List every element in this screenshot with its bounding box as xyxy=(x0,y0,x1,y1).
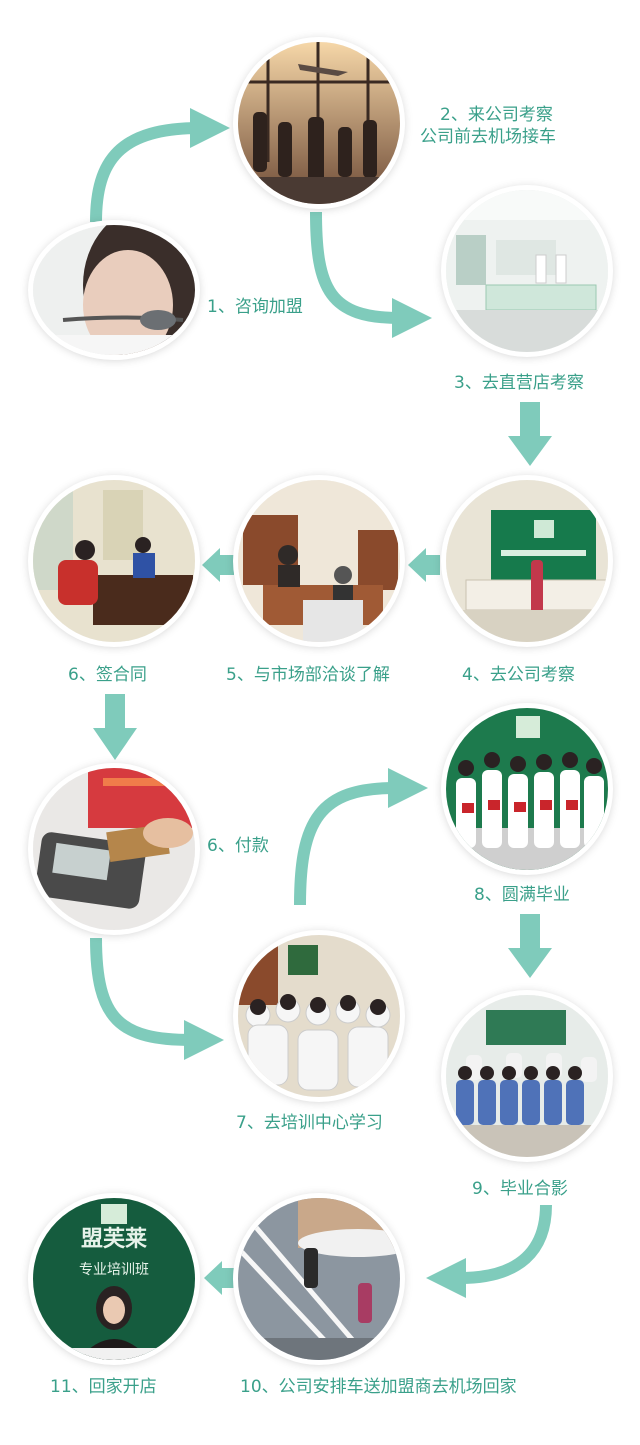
arrow-7-to-8 xyxy=(294,782,396,906)
photo-airstairs xyxy=(238,1198,400,1360)
arrow-5-to-6 xyxy=(202,548,234,582)
caption-step-3: 3、去直营店考察 xyxy=(454,373,584,393)
arrow-8-to-9 xyxy=(508,914,552,978)
photo-consult xyxy=(33,225,195,355)
arrowhead-6b-to-7 xyxy=(184,1020,224,1060)
photo-contract xyxy=(33,480,195,642)
store-sign-text: 盟芙莱 xyxy=(81,1226,147,1252)
arrow-4-to-5 xyxy=(408,548,440,582)
arrow-3-to-4 xyxy=(508,402,552,466)
arrowhead-9-to-10 xyxy=(426,1258,466,1298)
photo-payment xyxy=(33,768,195,930)
caption-step-10: 10、公司安排车送加盟商去机场回家 xyxy=(240,1377,517,1397)
caption-step-7: 7、去培训中心学习 xyxy=(236,1113,383,1133)
caption-step-2-line1: 2、来公司考察 xyxy=(440,105,553,125)
caption-step-9: 9、毕业合影 xyxy=(472,1179,568,1199)
caption-step-5: 5、与市场部洽谈了解 xyxy=(226,665,390,685)
caption-step-4: 4、去公司考察 xyxy=(462,665,575,685)
arrow-10-to-11 xyxy=(204,1261,236,1295)
caption-step-6b: 6、付款 xyxy=(207,836,269,856)
caption-step-2-line2: 公司前去机场接车 xyxy=(420,127,556,147)
arrow-9-to-10 xyxy=(459,1204,552,1284)
photo-group xyxy=(446,995,608,1157)
store-sign-subtext: 专业培训班 xyxy=(79,1262,149,1278)
arrow-1-to-2 xyxy=(90,122,201,223)
arrowhead-2-to-3 xyxy=(392,298,432,338)
arrow-2-to-3 xyxy=(310,211,401,324)
photo-open-store: 盟芙莱 专业培训班 xyxy=(33,1198,195,1360)
caption-step-6: 6、签合同 xyxy=(68,665,147,685)
caption-step-11: 11、回家开店 xyxy=(50,1377,157,1397)
photo-store xyxy=(446,190,608,352)
arrow-6b-to-7 xyxy=(90,937,193,1046)
arrowhead-1-to-2 xyxy=(190,108,230,148)
photo-airport xyxy=(238,42,400,204)
photo-graduation xyxy=(446,708,608,870)
photo-lobby xyxy=(446,480,608,642)
photo-meeting xyxy=(238,480,400,642)
photo-training xyxy=(238,935,400,1097)
caption-step-8: 8、圆满毕业 xyxy=(474,885,570,905)
caption-step-2: 2、来公司考察 公司前去机场接车 xyxy=(420,104,556,148)
caption-step-1: 1、咨询加盟 xyxy=(207,297,303,317)
arrow-6-to-6b xyxy=(93,694,137,760)
arrowhead-7-to-8 xyxy=(388,768,428,808)
